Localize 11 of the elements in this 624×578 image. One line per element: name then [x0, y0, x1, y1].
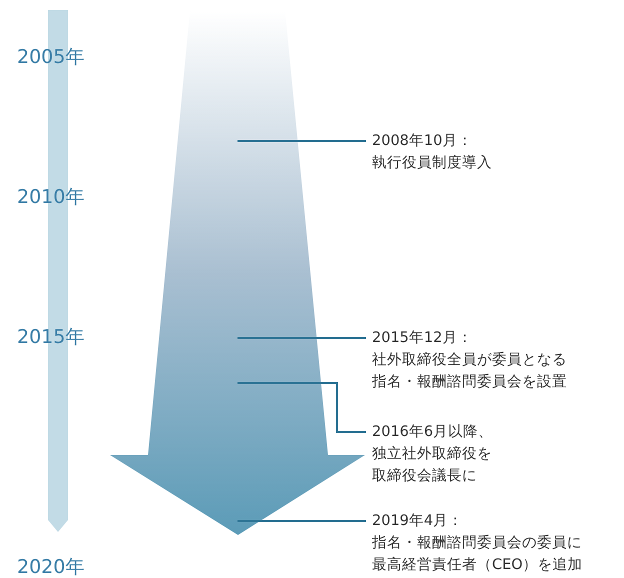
milestone-text: 2015年12月： 社外取締役全員が委員となる指名・報酬諮問委員会を設置 — [372, 327, 617, 395]
year-label: 2005年 — [17, 45, 84, 70]
leader-line — [238, 337, 366, 339]
leader-line — [238, 520, 366, 522]
year-label: 2020年 — [17, 555, 84, 578]
milestone-text: 2008年10月： 執行役員制度導入 — [372, 130, 612, 176]
milestone-text: 2016年6月以降、 独立社外取締役を取締役会議長に — [372, 421, 572, 489]
leader-line — [238, 140, 366, 142]
year-label: 2015年 — [17, 325, 84, 350]
milestone-text: 2019年4月： 指名・報酬諮問委員会の委員に最高経営責任者（CEO）を追加 — [372, 510, 622, 578]
year-label: 2010年 — [17, 185, 84, 210]
